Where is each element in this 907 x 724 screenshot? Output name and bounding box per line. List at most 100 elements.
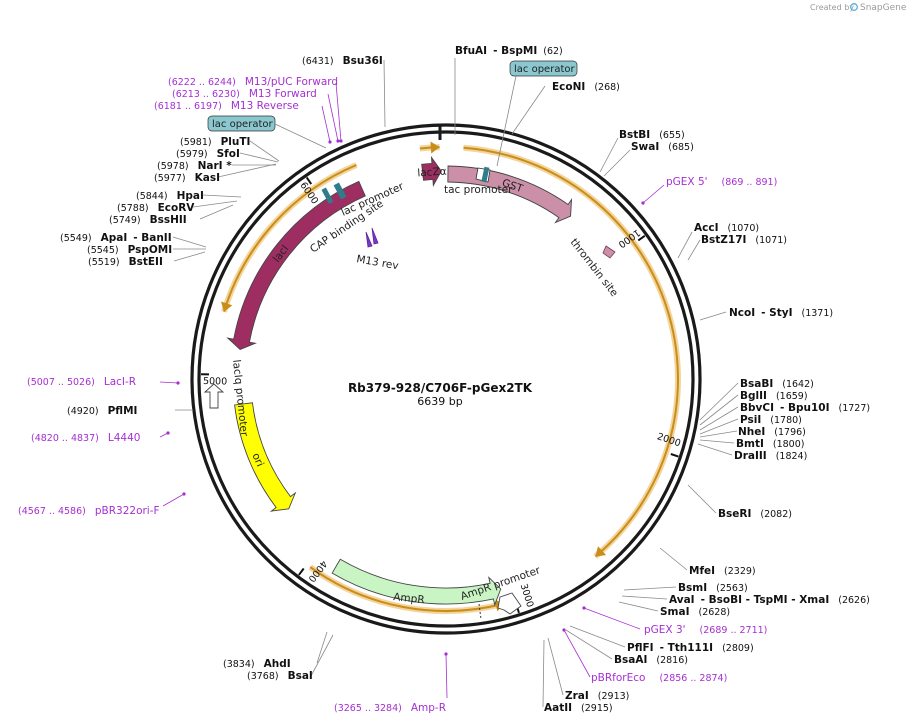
leader-line — [569, 625, 626, 648]
primer-site-mark — [166, 431, 170, 435]
orf-laci-arrowhead — [220, 301, 233, 312]
restriction-site-labels: BfuAI- BspMI(62) EcoNI(268) BstBI(655) S… — [60, 45, 870, 714]
site-ecorv: (5788)EcoRV — [117, 202, 195, 214]
watermark-created-by: Created by — [810, 3, 854, 12]
backbone-inner-strand — [197, 130, 695, 628]
site-bsteii: (5519)BstEII — [88, 256, 163, 268]
primer-site-mark — [176, 381, 180, 385]
primer-m13-forward: (6213 .. 6230)M13 Forward — [172, 88, 317, 100]
primer-site-mark — [339, 139, 343, 143]
site-avai: AvaI- BsoBI - TspMI - XmaI(2626) — [669, 594, 870, 606]
primer-labels: pGEX 5'(869 .. 891) pGEX 3'(2689 .. 2711… — [18, 76, 777, 714]
leader-line — [603, 149, 631, 177]
backbone-outer-strand — [190, 123, 702, 635]
laciq-promoter-arrow — [203, 383, 225, 409]
site-bsmi: BsmI(2563) — [678, 582, 748, 594]
site-pflfi: PflFI- Tth111I(2809) — [627, 642, 754, 654]
primer-leader — [321, 105, 331, 143]
primer-leader — [327, 93, 339, 142]
orf-lacz-arrowhead — [430, 141, 440, 154]
leader-line — [511, 85, 546, 135]
tick-1000 — [637, 234, 646, 242]
site-psii: PsiI(1780) — [740, 414, 802, 426]
leader-line — [699, 439, 735, 444]
feature-lacza — [421, 155, 442, 187]
primer-leader — [583, 607, 641, 630]
site-swai: SwaI(685) — [631, 141, 694, 153]
primer-leader — [563, 629, 591, 678]
tick-4000 — [298, 567, 305, 576]
leader-line — [699, 430, 738, 438]
feature-label-ori: ori — [249, 451, 265, 468]
feature-ori — [234, 402, 297, 512]
leader-line — [383, 59, 386, 128]
primer-site-mark — [582, 606, 586, 610]
site-draiii: DraIII(1824) — [734, 450, 807, 462]
primer-leader — [642, 184, 665, 204]
leader-line — [192, 200, 238, 208]
primer-site-mark — [182, 492, 186, 496]
site-bfuai: BfuAI- BspMI(62) — [455, 45, 563, 57]
leader-line — [618, 601, 659, 612]
orf-laci — [223, 164, 357, 312]
leader-line — [565, 629, 613, 660]
leader-line — [623, 586, 677, 591]
primer-leader — [335, 82, 342, 142]
orf-gst-arrowhead — [595, 546, 607, 557]
leader-line — [202, 194, 242, 198]
leader-line — [217, 163, 277, 178]
tick-2000 — [670, 453, 679, 458]
lac-operator-badge-left-leader — [274, 123, 327, 149]
site-bstz17i: BstZ17I(1071) — [701, 234, 787, 246]
leader-line — [699, 418, 739, 435]
site-zrai: ZraI(2913) — [565, 690, 629, 702]
site-nari: (5978)NarI * — [157, 160, 232, 172]
lac-operator-marker-2 — [321, 187, 334, 205]
site-aatii: AatII(2915) — [544, 702, 613, 714]
site-ncoi: NcoI- StyI(1371) — [729, 307, 833, 319]
site-ahdi: (3834)AhdI — [223, 658, 291, 670]
primer-site-mark — [328, 140, 332, 144]
ampr-promoter-arrow — [497, 592, 522, 615]
ampr-promoter-boundary — [478, 603, 482, 620]
site-mfei: MfeI(2329) — [689, 565, 756, 577]
lac-operator-badge-left-label: lac operator — [212, 119, 273, 130]
leader-line — [699, 311, 727, 321]
leader-line — [199, 204, 234, 220]
site-nhei: NheI(1796) — [738, 426, 806, 438]
site-bsai: (3768)BsaI — [247, 670, 313, 682]
m13-rev-label: M13 rev — [355, 253, 399, 272]
leader-line — [173, 251, 206, 262]
site-kasi: (5977)KasI — [154, 172, 220, 184]
site-econi: EcoNI(268) — [552, 81, 620, 93]
primer-leader — [162, 493, 185, 507]
tick-6000 — [305, 176, 313, 185]
lac-operator-badge-left — [207, 115, 276, 132]
primer-pgex3: pGEX 3'(2689 .. 2711) — [644, 624, 767, 636]
primer-pbrforeco: pBRforEco(2856 .. 2874) — [591, 672, 727, 684]
thrombin-site-label: thrombin site — [568, 236, 621, 299]
leader-line — [239, 152, 279, 163]
thrombin-site-marker — [602, 245, 616, 259]
leader-line — [699, 382, 739, 421]
watermark: Created by SnapGene — [810, 3, 907, 13]
site-acci: AccI(1070) — [694, 222, 759, 234]
orf-gst — [463, 146, 679, 558]
tick-label-5000: 5000 — [203, 376, 227, 387]
ampr-label: AmpR — [393, 591, 425, 606]
site-bmti: BmtI(1800) — [736, 438, 804, 450]
site-apai: (5549)ApaI- BanII — [60, 232, 172, 244]
leader-line — [687, 484, 717, 514]
site-psppomi: (5545)PspOMI — [87, 244, 172, 256]
snapgene-logo-icon — [850, 3, 858, 11]
leader-line — [249, 140, 280, 162]
site-hpai: (5844)HpaI — [136, 190, 204, 202]
site-sfoi: (5979)SfoI — [176, 148, 240, 160]
primer-leader — [445, 653, 448, 699]
plasmid-name: Rb379-928/C706F-pGex2TK — [348, 381, 533, 395]
orf-ampr — [309, 566, 505, 612]
site-bseri: BseRI(2082) — [718, 508, 792, 520]
m13-rev-arrow-1 — [365, 231, 373, 248]
leader-line — [621, 595, 668, 600]
